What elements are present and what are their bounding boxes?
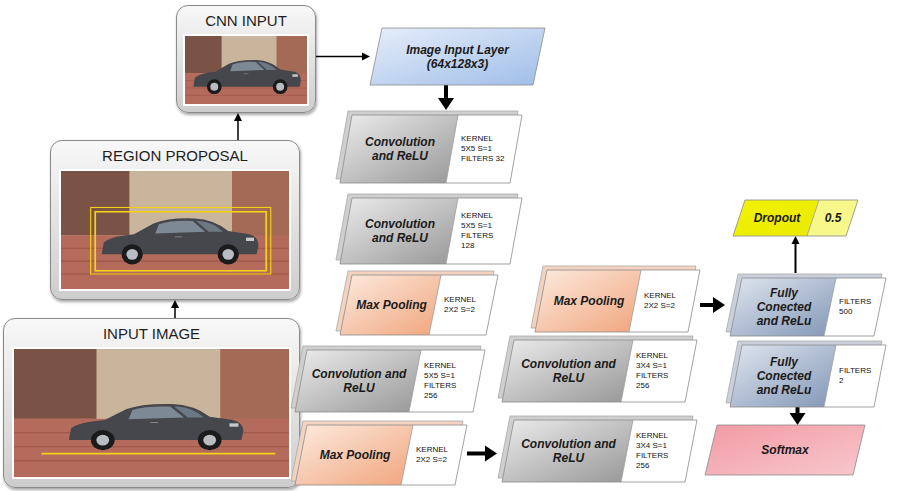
input-layer: Image Input Layer (64x128x3) (370, 28, 545, 85)
layer-row: Max PoolingKERNEL 2X2 S=2 (535, 270, 700, 332)
arrow-line (237, 119, 239, 140)
arrow-line (174, 306, 176, 318)
flow-arrow (316, 53, 370, 61)
layer-name: Convolution and ReLU (340, 214, 452, 248)
flow-arrow (438, 85, 454, 110)
flow-arrow (171, 300, 179, 318)
arrow-line (316, 56, 364, 58)
layer-params: FILTERS 2 (830, 363, 886, 389)
pool-layer: Max PoolingKERNEL 2X2 S=2 (340, 275, 498, 335)
panel-title: REGION PROPOSAL (57, 146, 293, 165)
arrow-head (362, 53, 370, 61)
layer-name: Convolution and ReLU (502, 354, 627, 388)
arrow-head (485, 446, 497, 462)
layer-name: Max Pooling (295, 445, 407, 465)
layer-params: FILTERS 500 (830, 294, 886, 320)
pool-layer: Max PoolingKERNEL 2X2 S=2 (295, 425, 467, 485)
conv-layer: Convolution and ReLUKERNEL 5X5 S=1 FILTE… (340, 198, 522, 264)
dense-layer: Fully Conected and ReLuFILTERS 2 (730, 345, 886, 407)
conv-layer: Convolution and ReLUKERNEL 5X5 S=1 FILTE… (295, 350, 485, 412)
dropout-layer: Dropout0.5 (733, 200, 858, 236)
arrow-line (467, 452, 487, 456)
layer-name: Max Pooling (535, 291, 635, 311)
layer-name: Softmax (705, 440, 865, 460)
layer-row: Max PoolingKERNEL 2X2 S=2 (295, 425, 467, 485)
layer-row: Convolution and ReLUKERNEL 5X5 S=1 FILTE… (340, 198, 522, 264)
car-photo (183, 34, 309, 106)
layer-params: KERNEL 5X5 S=1 FILTERS 128 (452, 208, 522, 254)
car-photo (59, 169, 291, 291)
layer-params: KERNEL 5X5 S=1 FILTERS 32 (452, 131, 522, 167)
layer-row: Convolution and ReLUKERNEL 5X5 S=1 FILTE… (340, 115, 522, 183)
softmax-layer: Softmax (705, 425, 865, 475)
layer-name: Fully Conected and ReLu (730, 283, 830, 331)
flow-arrow (234, 113, 242, 140)
pool-layer: Max PoolingKERNEL 2X2 S=2 (535, 270, 700, 332)
panel-title: CNN INPUT (183, 11, 309, 30)
dense-layer: Fully Conected and ReLuFILTERS 500 (730, 278, 886, 336)
layer-row: Fully Conected and ReLuFILTERS 2 (730, 345, 886, 407)
conv-layer: Convolution and ReLUKERNEL 5X5 S=1 FILTE… (340, 115, 522, 183)
arrow-head (713, 297, 725, 313)
layer-name: Convolution and ReLU (502, 434, 627, 468)
layer-params: KERNEL 3X4 S=1 FILTERS 256 (627, 428, 697, 474)
conv-layer: Convolution and ReLUKERNEL 3X4 S=1 FILTE… (502, 420, 697, 482)
layer-row: Fully Conected and ReLuFILTERS 500 (730, 278, 886, 336)
image-panel: INPUT IMAGE (3, 318, 300, 488)
layer-params: KERNEL 5X5 S=1 FILTERS 256 (415, 358, 485, 404)
layer-row: Convolution and ReLUKERNEL 3X4 S=1 FILTE… (502, 420, 697, 482)
layer-row: Convolution and ReLUKERNEL 5X5 S=1 FILTE… (295, 350, 485, 412)
layer-row: Convolution and ReLUKERNEL 3X4 S=1 FILTE… (502, 340, 697, 402)
arrow-line (795, 242, 797, 273)
layer-row: Max PoolingKERNEL 2X2 S=2 (340, 275, 498, 335)
arrow-head (790, 413, 806, 425)
layer-name: Convolution and ReLU (295, 364, 415, 398)
layer-name: Image Input Layer (64x128x3) (370, 40, 545, 74)
layer-rate: 0.5 (813, 208, 858, 228)
panel-title: INPUT IMAGE (10, 324, 293, 343)
layer-row: Softmax (705, 425, 865, 475)
image-panel: REGION PROPOSAL (50, 140, 300, 300)
layer-name: Dropout (733, 208, 813, 228)
conv-layer: Convolution and ReLUKERNEL 3X4 S=1 FILTE… (502, 340, 697, 402)
arrow-head (234, 113, 242, 121)
layer-params: KERNEL 3X4 S=1 FILTERS 256 (627, 348, 697, 394)
layer-row: Image Input Layer (64x128x3) (370, 28, 545, 85)
arrow-head (438, 98, 454, 110)
arrow-head (171, 300, 179, 308)
layer-name: Fully Conected and ReLu (730, 352, 830, 400)
layer-params: KERNEL 2X2 S=2 (435, 292, 498, 318)
layer-row: Dropout0.5 (733, 200, 858, 236)
layer-params: KERNEL 2X2 S=2 (635, 288, 700, 314)
image-panel: CNN INPUT (176, 5, 316, 113)
layer-params: KERNEL 2X2 S=2 (407, 442, 467, 468)
arrow-head (792, 236, 800, 244)
flow-arrow (700, 297, 725, 313)
flow-arrow (467, 446, 497, 462)
layer-name: Convolution and ReLU (340, 132, 452, 166)
flow-arrow (790, 407, 806, 425)
car-photo (12, 347, 291, 479)
layer-name: Max Pooling (340, 295, 435, 315)
flow-arrow (792, 236, 800, 273)
